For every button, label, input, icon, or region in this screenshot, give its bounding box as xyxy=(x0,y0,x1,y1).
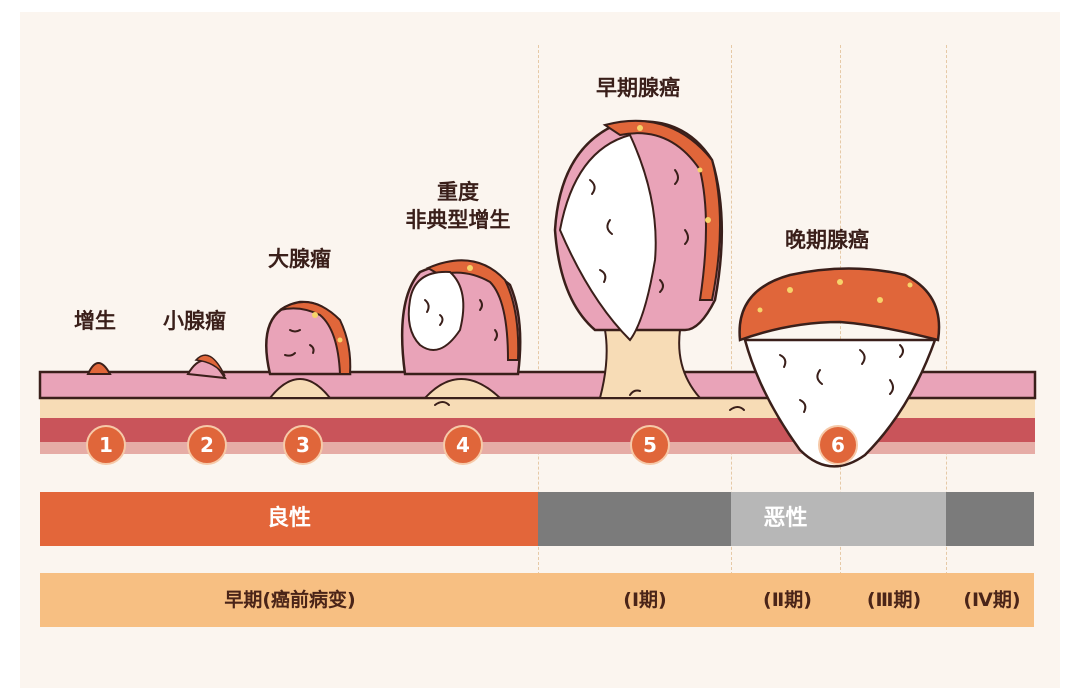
polyp-5-stalk xyxy=(598,329,703,399)
stage-number-badge: 5 xyxy=(630,425,670,465)
period-stage-1: (Ⅰ期) xyxy=(623,589,667,611)
malignant-bar-segment xyxy=(538,492,731,546)
period-stage-3: (Ⅲ期) xyxy=(866,589,922,611)
stage-label: 增生 xyxy=(74,309,116,333)
period-stage-4: (Ⅳ期) xyxy=(963,589,1021,611)
polyp-6 xyxy=(743,338,937,468)
stage-label: 大腺瘤 xyxy=(268,247,331,271)
period-stage-2: (Ⅱ期) xyxy=(763,589,812,611)
period-bar xyxy=(40,573,1034,627)
stage-label-line: 重度 xyxy=(437,180,479,204)
divider-line xyxy=(731,45,732,575)
divider-line xyxy=(946,45,947,575)
stage-label: 重度 非典型增生 xyxy=(388,178,528,234)
stage-label: 早期腺癌 xyxy=(596,76,680,100)
period-early: 早期(癌前病变) xyxy=(224,589,356,611)
benign-bar: 良性 xyxy=(40,492,538,546)
stage-label: 小腺瘤 xyxy=(163,309,226,333)
stage-number-badge: 4 xyxy=(443,425,483,465)
stage-number-badge: 3 xyxy=(283,425,323,465)
divider-line xyxy=(538,45,539,575)
stage-number-badge: 2 xyxy=(187,425,227,465)
malignant-bar: 恶性 xyxy=(731,492,946,546)
stage-number-badge: 1 xyxy=(86,425,126,465)
stage-label-line: 非典型增生 xyxy=(405,208,511,232)
malignant-label: 恶性 xyxy=(763,506,808,531)
stage-label: 晚期腺癌 xyxy=(785,228,869,252)
malignant-bar-segment xyxy=(946,492,1034,546)
polyp-1 xyxy=(86,362,112,375)
submucosa-bump xyxy=(267,378,333,399)
stage-number-badge: 6 xyxy=(818,425,858,465)
submucosa-bump xyxy=(422,378,503,399)
